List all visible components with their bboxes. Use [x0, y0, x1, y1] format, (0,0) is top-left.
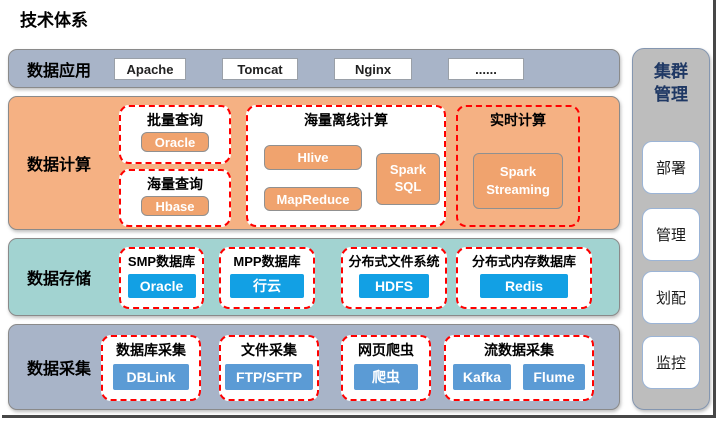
node-spark-sql: Spark SQL [376, 153, 440, 205]
group-offline-compute: 海量离线计算 HIive MapReduce Spark SQL [246, 105, 446, 227]
node-dblink: DBLink [113, 364, 189, 390]
sidebar-item-deploy: 部署 [642, 141, 700, 194]
group-batch-query: 批量查询 Oracle [119, 105, 231, 164]
node-spark-streaming: Spark Streaming [473, 153, 563, 209]
band-data-compute: 数据计算 批量查询 Oracle 海量查询 Hbase 海量离线计算 HIive… [8, 96, 620, 230]
cluster-management-title-text: 集群管理 [654, 62, 688, 104]
band-label-data-collection: 数据采集 [27, 361, 92, 378]
group-smp-database: SMP数据库 Oracle [119, 247, 204, 309]
group-realtime-compute: 实时计算 Spark Streaming [456, 105, 580, 227]
screenshot-border-bottom [2, 415, 716, 418]
sidebar-item-allocate: 划配 [642, 271, 700, 324]
group-title-stream-collection: 流数据采集 [484, 342, 554, 358]
group-title-distributed-file-system: 分布式文件系统 [348, 254, 440, 269]
group-title-offline-compute: 海量离线计算 [304, 112, 388, 128]
node-oracle-compute: Oracle [141, 132, 209, 152]
group-title-file-collection: 文件采集 [241, 342, 297, 358]
node-mapreduce: MapReduce [264, 187, 362, 211]
node-hive: HIive [264, 145, 362, 170]
group-mass-query: 海量查询 Hbase [119, 169, 231, 227]
node-kafka: Kafka [453, 364, 511, 390]
cluster-management-title: 集群管理 [633, 61, 709, 107]
app-item-nginx: Nginx [334, 58, 412, 80]
node-hdfs: HDFS [359, 274, 429, 298]
screenshot-border-right [713, 0, 716, 418]
band-data-collection: 数据采集 数据库采集 DBLink 文件采集 FTP/SFTP 网页爬虫 爬虫 … [8, 324, 620, 410]
application-items-row: Apache Tomcat Nginx ...... [114, 58, 524, 80]
group-title-batch-query: 批量查询 [147, 112, 203, 128]
cluster-management-panel: 集群管理 部署 管理 划配 监控 [632, 48, 710, 410]
band-data-storage: 数据存储 SMP数据库 Oracle MPP数据库 行云 分布式文件系统 HDF… [8, 238, 620, 316]
app-item-apache: Apache [114, 58, 186, 80]
stream-buttons-row: Kafka Flume [446, 360, 592, 390]
node-ftp-sftp: FTP/SFTP [225, 364, 313, 390]
node-crawler: 爬虫 [354, 364, 418, 390]
group-title-database-collection: 数据库采集 [116, 342, 186, 358]
group-title-distributed-memory-database: 分布式内存数据库 [471, 254, 576, 269]
group-title-mpp-database: MPP数据库 [233, 254, 301, 269]
group-title-realtime-compute: 实时计算 [490, 112, 546, 128]
node-flume: Flume [523, 364, 585, 390]
group-mpp-database: MPP数据库 行云 [219, 247, 315, 309]
group-distributed-file-system: 分布式文件系统 HDFS [341, 247, 447, 309]
sidebar-item-manage: 管理 [642, 208, 700, 261]
node-redis: Redis [480, 274, 568, 298]
sidebar-item-monitor: 监控 [642, 336, 700, 389]
app-item-tomcat: Tomcat [222, 58, 298, 80]
band-label-data-compute: 数据计算 [27, 157, 92, 174]
group-stream-collection: 流数据采集 Kafka Flume [444, 335, 594, 401]
group-web-crawler: 网页爬虫 爬虫 [341, 335, 431, 401]
node-hbase: Hbase [141, 196, 209, 216]
band-label-data-application: 数据应用 [27, 62, 92, 80]
band-data-application: 数据应用 Apache Tomcat Nginx ...... [8, 49, 620, 88]
page-title: 技术体系 [20, 11, 88, 30]
group-title-mass-query: 海量查询 [147, 176, 203, 192]
group-distributed-memory-database: 分布式内存数据库 Redis [456, 247, 592, 309]
group-title-web-crawler: 网页爬虫 [358, 342, 414, 358]
group-file-collection: 文件采集 FTP/SFTP [219, 335, 319, 401]
group-title-smp-database: SMP数据库 [127, 254, 196, 269]
node-oracle-storage: Oracle [127, 274, 196, 298]
group-database-collection: 数据库采集 DBLink [101, 335, 201, 401]
app-item-ellipsis: ...... [448, 58, 524, 80]
node-xingyun: 行云 [230, 274, 304, 298]
band-label-data-storage: 数据存储 [27, 271, 92, 288]
